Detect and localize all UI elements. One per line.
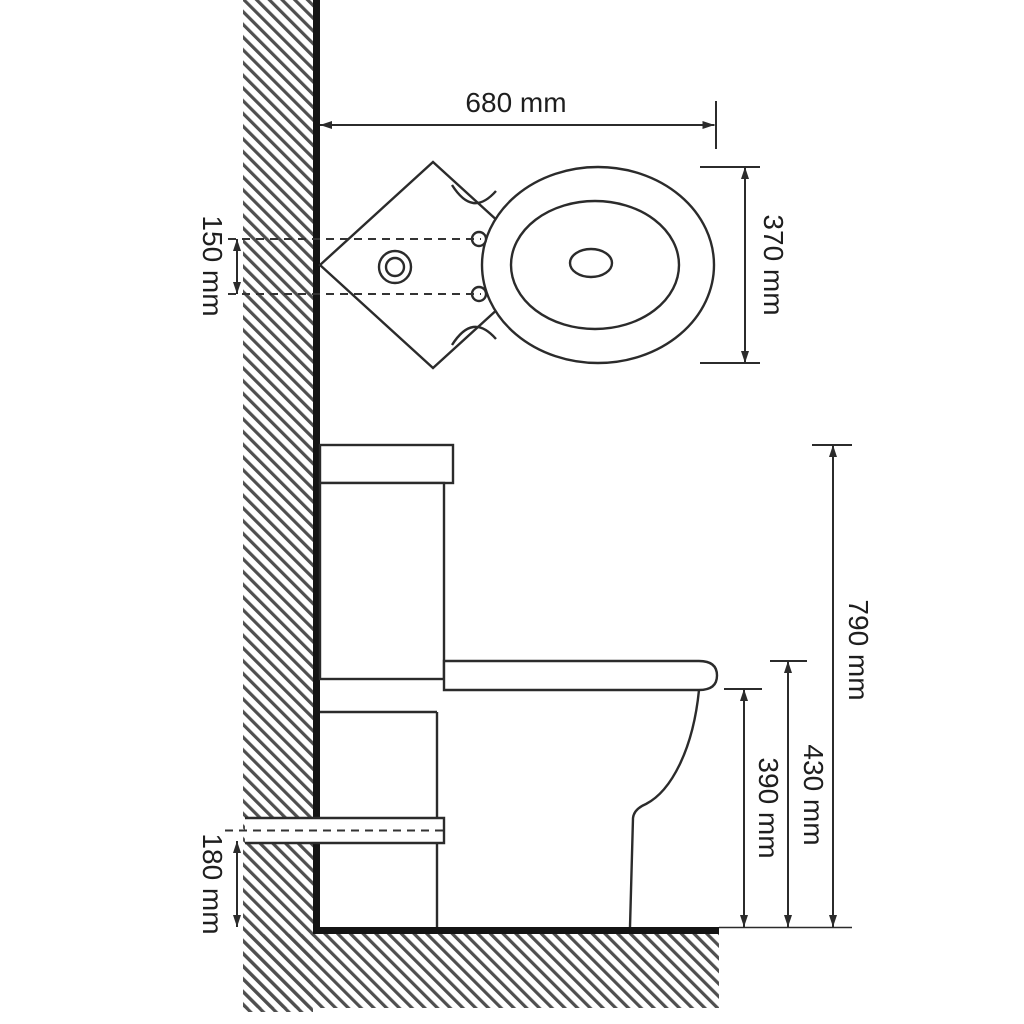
dim-150-label: 150 mm bbox=[197, 215, 228, 316]
drain-ellipse bbox=[568, 247, 614, 279]
dim-370-label: 370 mm bbox=[758, 214, 789, 315]
neck-curve-top bbox=[450, 184, 497, 205]
wall-hatch bbox=[243, 0, 313, 1012]
dim-180-label: 180 mm bbox=[197, 833, 228, 934]
seat-profile bbox=[442, 659, 719, 692]
bowl-profile bbox=[628, 689, 701, 928]
toilet-top-view bbox=[228, 160, 716, 370]
neck-curve-bottom bbox=[450, 325, 497, 346]
dimension-680: 680 mm bbox=[320, 87, 717, 149]
cistern-body-profile bbox=[318, 481, 446, 681]
dim-390-label: 390 mm bbox=[753, 757, 784, 858]
floor-section bbox=[243, 926, 852, 1008]
floor-hatch bbox=[243, 934, 719, 1008]
dim-680-label: 680 mm bbox=[465, 87, 566, 118]
dimension-390: 390 mm bbox=[724, 688, 784, 927]
wall-section bbox=[243, 0, 320, 1012]
dimension-180: 180 mm bbox=[197, 833, 241, 935]
hinge-hole-bottom bbox=[470, 285, 488, 303]
dimension-150: 150 mm bbox=[197, 215, 241, 317]
dimension-370: 370 mm bbox=[700, 166, 789, 364]
hinge-hole-top bbox=[470, 230, 488, 248]
dim-430-label: 430 mm bbox=[798, 744, 829, 845]
toilet-side-view bbox=[225, 443, 719, 928]
cistern-hole-inner-circle bbox=[384, 256, 406, 278]
dim-790-label: 790 mm bbox=[843, 599, 874, 700]
cistern-lid-profile bbox=[318, 443, 455, 485]
dimension-790: 790 mm bbox=[812, 444, 874, 927]
dimension-430: 430 mm bbox=[770, 660, 829, 927]
